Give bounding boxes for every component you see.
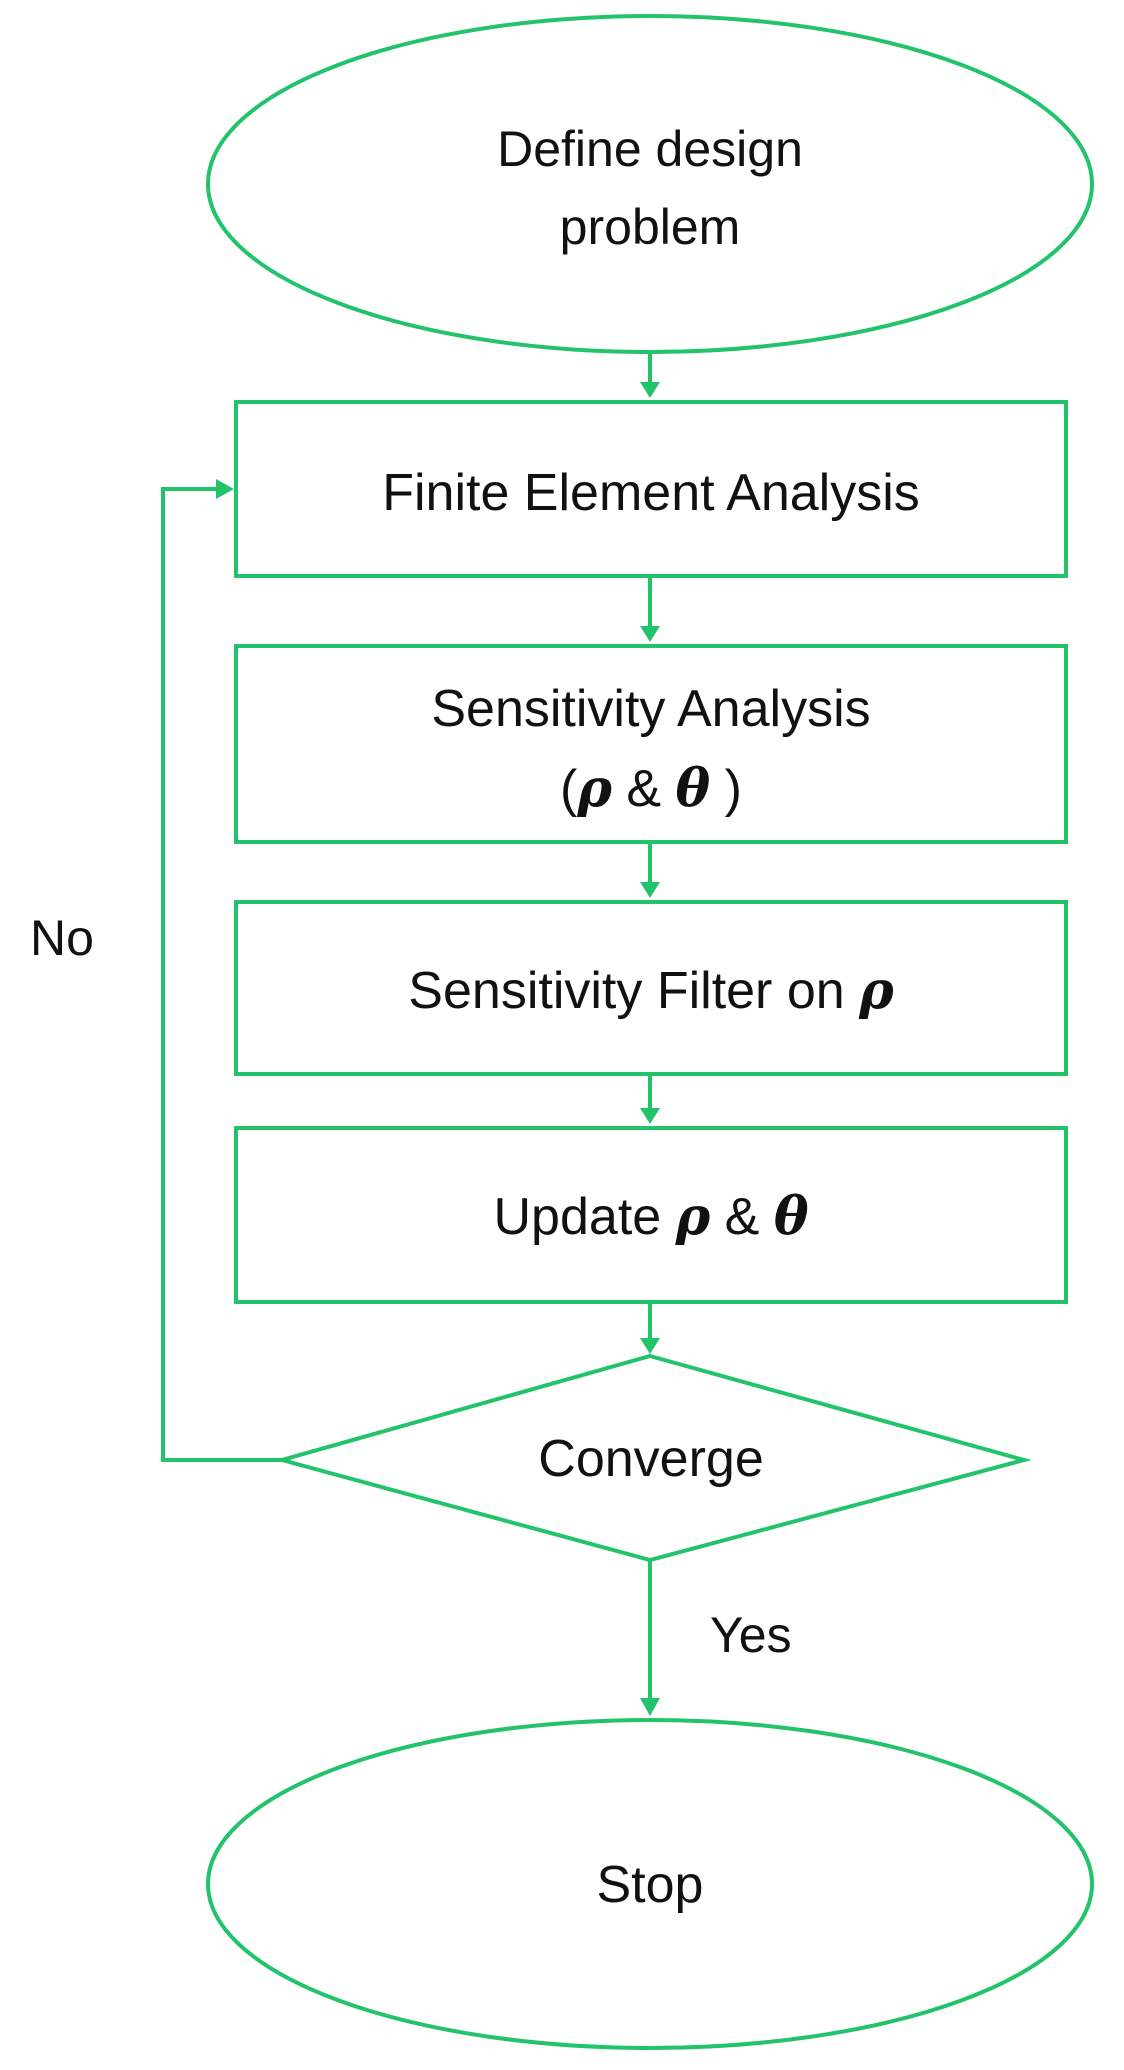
edge-converge-yes-to-stop (640, 1560, 660, 1716)
node-sensitivity-analysis: Sensitivity Analysis (ρ & θ ) (234, 644, 1068, 844)
node-define-design-problem: Define design problem (206, 14, 1094, 354)
edge-update-to-converge (640, 1302, 660, 1354)
edge-label-no: No (30, 910, 94, 966)
node-update: Update ρ & θ (234, 1126, 1068, 1304)
node-finite-element-analysis: Finite Element Analysis (234, 400, 1068, 578)
node-define-design-problem-line2: problem (560, 199, 741, 255)
edge-start-to-fea (640, 352, 660, 398)
edge-sensitivity-analysis-to-filter (640, 842, 660, 898)
node-sensitivity-filter: Sensitivity Filter on ρ (234, 900, 1068, 1076)
theta-symbol: θ (774, 1186, 809, 1247)
sensitivity-filter-text: Sensitivity Filter on (408, 962, 859, 1020)
rho-symbol: ρ (675, 1186, 711, 1247)
node-finite-element-analysis-label: Finite Element Analysis (382, 464, 920, 522)
node-stop-label: Stop (597, 1856, 704, 1914)
node-update-label: Update ρ & θ (494, 1186, 809, 1247)
ampersand: & (612, 760, 676, 818)
rho-symbol: ρ (858, 960, 894, 1021)
node-converge: Converge (274, 1353, 1032, 1563)
node-sensitivity-analysis-line2: (ρ & θ ) (560, 758, 742, 819)
rho-symbol: ρ (576, 758, 612, 819)
node-define-design-problem-line1: Define design (497, 121, 803, 177)
ampersand: & (710, 1188, 774, 1246)
edge-fea-to-sensitivity-analysis (640, 576, 660, 642)
update-text: Update (494, 1188, 676, 1246)
edge-filter-to-update (640, 1074, 660, 1124)
edge-label-yes: Yes (710, 1607, 792, 1663)
edge-converge-no-loop (161, 479, 282, 1462)
paren-open: ( (560, 760, 578, 818)
node-stop: Stop (206, 1718, 1094, 2050)
theta-symbol: θ (676, 758, 711, 819)
node-sensitivity-filter-label: Sensitivity Filter on ρ (408, 960, 894, 1021)
node-sensitivity-analysis-line1: Sensitivity Analysis (431, 680, 870, 738)
paren-close: ) (710, 760, 742, 818)
node-converge-label: Converge (538, 1430, 763, 1488)
